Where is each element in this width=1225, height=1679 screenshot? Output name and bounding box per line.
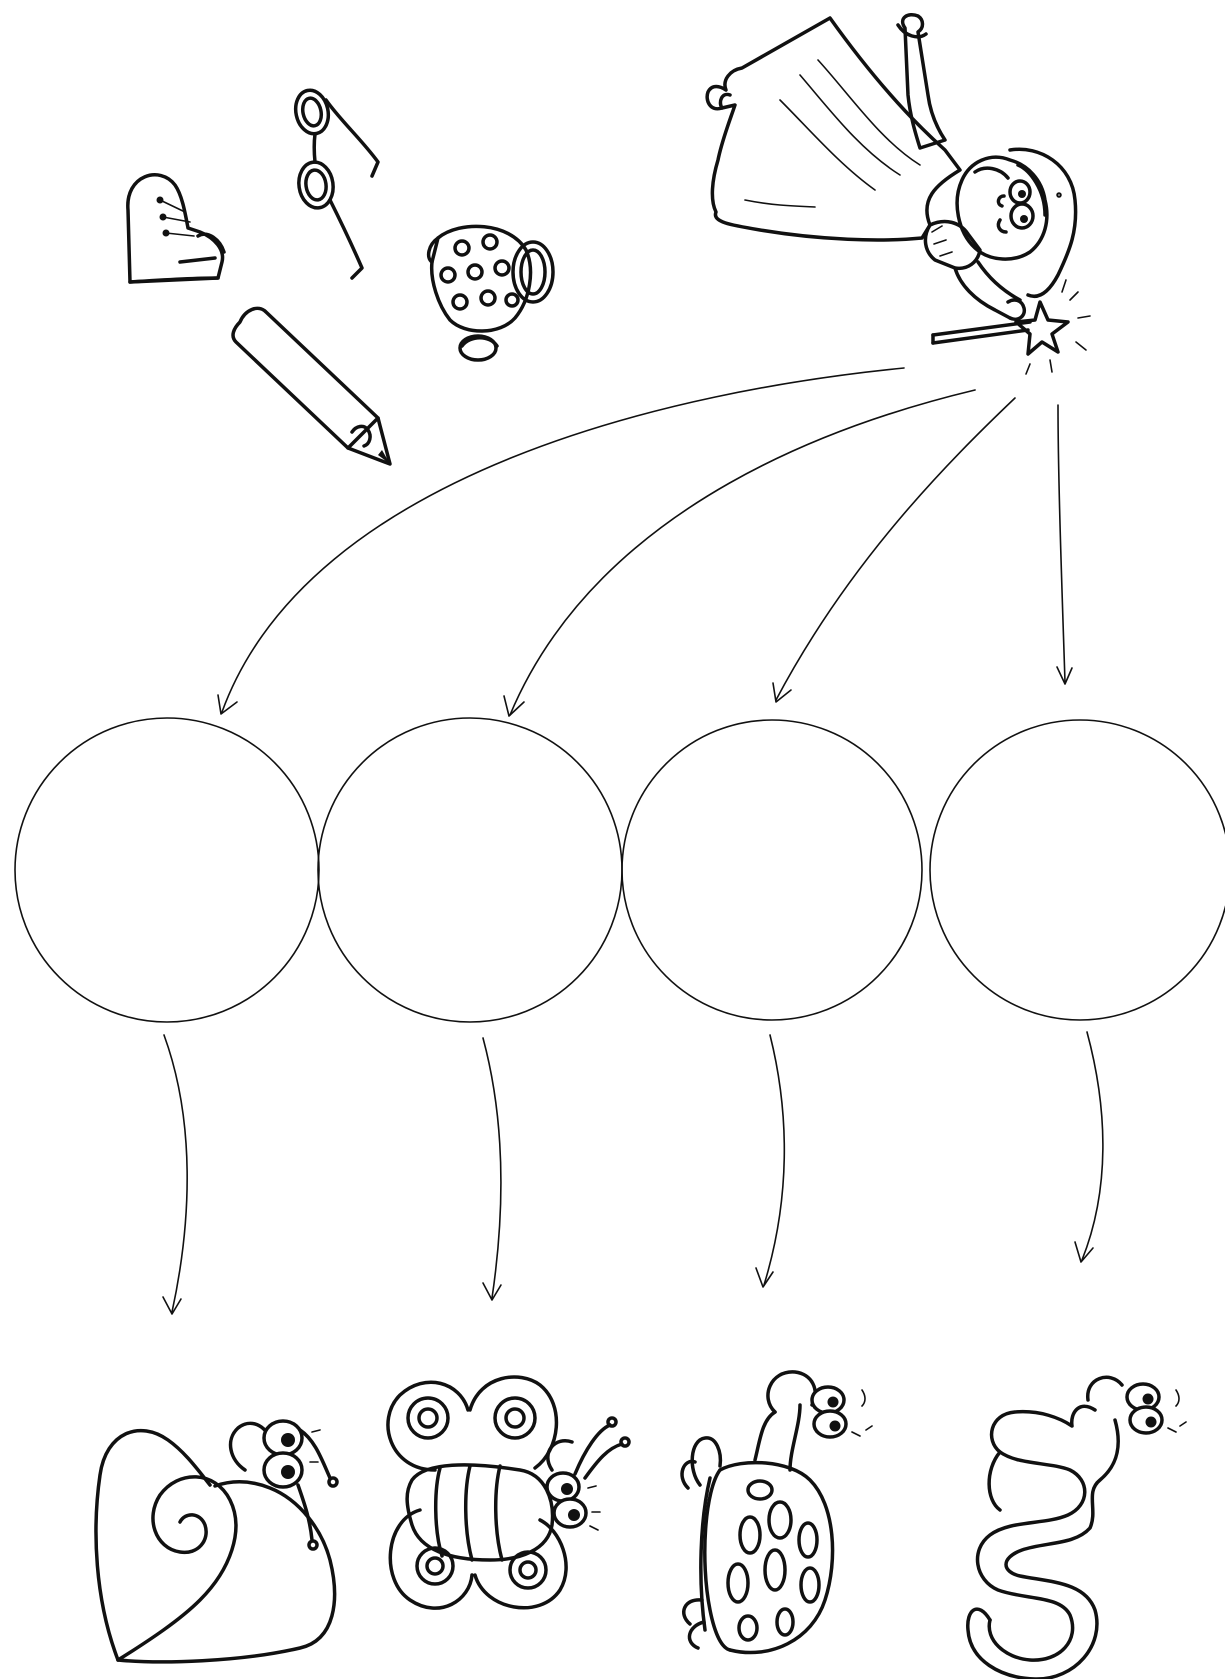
arrow-circle-2-to-butterfly	[482, 1037, 502, 1299]
arrows-circles-to-animals	[162, 1031, 1104, 1315]
mitten-icon	[126, 173, 226, 284]
arrow-wand-to-circle-4	[1057, 404, 1066, 683]
arrow-head-2	[503, 695, 525, 717]
butterfly-icon	[386, 1375, 631, 1610]
answer-circles	[14, 717, 1225, 1023]
arrow-wand-to-circle-2	[509, 389, 976, 716]
arrows-wand-to-circles	[217, 367, 1073, 717]
arrow-head-3	[772, 682, 792, 703]
answer-circle-4[interactable]	[929, 719, 1225, 1021]
arrow-head-1	[217, 694, 238, 715]
answer-circle-3[interactable]	[621, 719, 923, 1021]
turtle-icon	[680, 1370, 873, 1655]
arrow-wand-to-circle-3	[775, 397, 1016, 701]
arrow-wand-to-circle-1	[221, 367, 905, 713]
pencil-icon	[231, 306, 392, 466]
snail-icon	[94, 1419, 339, 1664]
answer-circle-2[interactable]	[317, 717, 623, 1023]
worm-icon	[966, 1375, 1187, 1679]
arrow-circle-1-to-snail	[163, 1034, 188, 1313]
arrow-circle-3-to-turtle	[763, 1034, 786, 1286]
arrow-circle-4-to-worm	[1081, 1031, 1104, 1261]
glasses-icon	[293, 88, 380, 280]
answer-circle-1[interactable]	[14, 717, 320, 1023]
teacup-icon	[426, 224, 555, 362]
fairy-with-wand-icon	[705, 13, 1091, 375]
arrow-head-4	[1056, 666, 1073, 685]
